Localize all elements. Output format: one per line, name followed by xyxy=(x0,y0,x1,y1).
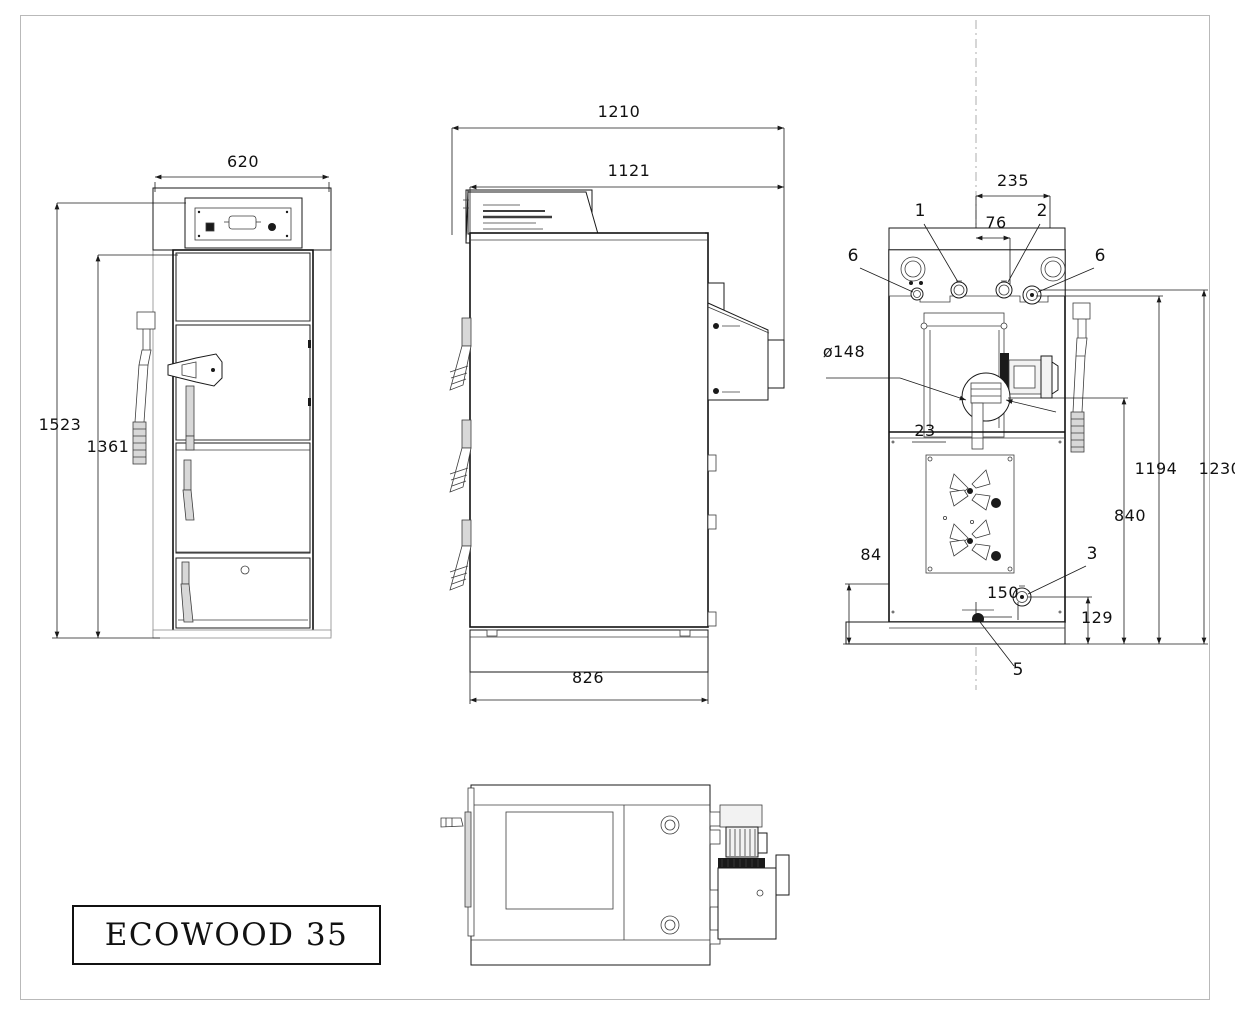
model-name-label: ECOWOOD 35 xyxy=(104,917,349,953)
poker-grip xyxy=(132,421,147,465)
callout-label-6-left: 6 xyxy=(848,246,859,266)
fan-upper-icon xyxy=(949,469,991,511)
dim-side-depth-body: 1121 xyxy=(608,161,651,180)
hood-label-lines xyxy=(483,204,552,230)
top-view-geometry xyxy=(440,784,790,966)
dim-side-base-depth: 826 xyxy=(572,668,604,687)
dim-front-height-overall: 1523 xyxy=(39,415,82,434)
dim-rear-flue-offset: 76 xyxy=(985,213,1006,232)
dim-rear-flue-spacing: 235 xyxy=(997,171,1029,190)
side-door-levers xyxy=(449,317,472,591)
dim-front-height-body: 1361 xyxy=(87,437,130,456)
dim-rear-height-mid: 1194 xyxy=(1135,459,1178,478)
dim-rear-base-offset: 129 xyxy=(1081,608,1113,627)
front-view-dimension-lines xyxy=(52,174,330,639)
callout-label-6-right: 6 xyxy=(1095,246,1106,266)
dim-rear-flue-diameter: ø148 xyxy=(823,342,865,361)
side-view-geometry xyxy=(449,189,785,673)
fan-lower-icon xyxy=(949,519,991,561)
dim-rear-drain-offset: 150 xyxy=(987,583,1019,602)
rear-view-dimension-lines xyxy=(826,193,1208,645)
callout-label-5: 5 xyxy=(1013,660,1024,680)
top-view-motor xyxy=(717,804,790,940)
rear-view-callout-leaders xyxy=(859,223,1095,667)
dim-rear-height-840: 840 xyxy=(1114,506,1146,525)
dim-rear-left-offset: 84 xyxy=(860,545,881,564)
dim-side-depth-overall: 1210 xyxy=(598,102,641,121)
front-view-geometry xyxy=(132,187,332,639)
dim-front-width: 620 xyxy=(227,152,259,171)
dim-rear-bottom-23: 23 xyxy=(914,421,935,440)
rear-burner-motor xyxy=(1000,353,1059,405)
side-view-dimension-lines xyxy=(451,125,785,704)
rear-poker-tool xyxy=(1070,302,1091,453)
callout-label-1: 1 xyxy=(915,201,926,221)
dim-rear-height-top: 1230 xyxy=(1199,459,1235,478)
title-block: ECOWOOD 35 xyxy=(72,905,381,965)
callout-label-2: 2 xyxy=(1037,201,1048,221)
rear-view-geometry xyxy=(845,20,1091,690)
callout-label-3: 3 xyxy=(1087,544,1098,564)
